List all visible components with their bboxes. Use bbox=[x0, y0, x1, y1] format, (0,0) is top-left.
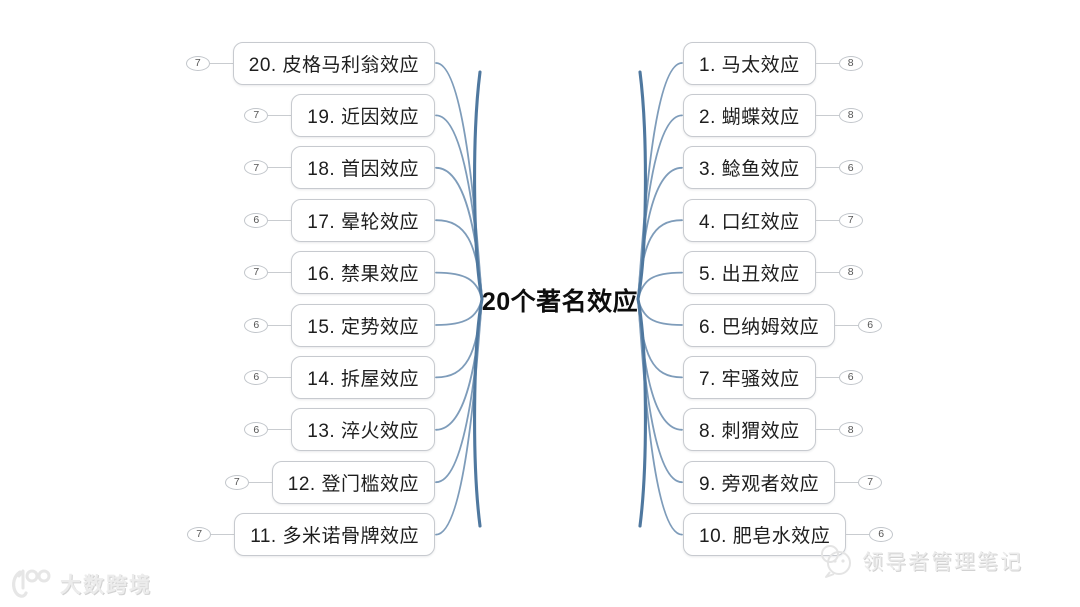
branch-curve bbox=[637, 298, 683, 536]
branch-row: 1. 马太效应 8 bbox=[683, 41, 863, 85]
child-count-badge[interactable]: 7 bbox=[185, 55, 210, 71]
branch-row: 7 19. 近因效应 bbox=[244, 93, 435, 137]
branch-curve bbox=[473, 70, 484, 528]
topic-node[interactable]: 11. 多米诺骨牌效应 bbox=[234, 513, 435, 557]
child-count-badge[interactable]: 7 bbox=[224, 474, 249, 490]
child-count-badge[interactable]: 6 bbox=[869, 527, 894, 543]
watermark-left-label: 大数跨境 bbox=[60, 574, 152, 597]
watermark-bottom-left: 大数跨境 bbox=[10, 566, 152, 602]
central-topic-node[interactable]: 20个著名效应 bbox=[481, 288, 639, 316]
branch-row: 7 12. 登门槛效应 bbox=[224, 460, 435, 504]
branch-curve bbox=[435, 271, 483, 300]
branch-row: 7 20. 皮格马利翁效应 bbox=[185, 41, 435, 85]
child-count-badge[interactable]: 6 bbox=[244, 317, 269, 333]
topic-node[interactable]: 7. 牢骚效应 bbox=[683, 355, 816, 399]
topic-node[interactable]: 17. 晕轮效应 bbox=[291, 198, 435, 242]
watermark-right-label: 领导者管理笔记 bbox=[862, 551, 1023, 574]
chat-bubble-face-icon bbox=[821, 545, 851, 578]
branch-row: 7 18. 首因效应 bbox=[244, 146, 435, 190]
badge-connector-line bbox=[268, 376, 292, 378]
badge-connector-line bbox=[815, 376, 839, 378]
child-count-badge[interactable]: 7 bbox=[187, 527, 212, 543]
branch-curve bbox=[637, 298, 683, 326]
badge-connector-line bbox=[211, 534, 235, 536]
child-count-badge[interactable]: 8 bbox=[838, 422, 863, 438]
badge-connector-line bbox=[268, 429, 292, 431]
topic-node[interactable]: 3. 鲶鱼效应 bbox=[683, 146, 816, 190]
child-count-badge[interactable]: 7 bbox=[244, 160, 269, 176]
child-count-badge[interactable]: 7 bbox=[858, 474, 883, 490]
topic-node[interactable]: 6. 巴纳姆效应 bbox=[683, 303, 836, 347]
topic-node[interactable]: 19. 近因效应 bbox=[291, 93, 435, 137]
child-count-badge[interactable]: 7 bbox=[244, 265, 269, 281]
topic-node[interactable]: 14. 拆屋效应 bbox=[291, 355, 435, 399]
child-count-badge[interactable]: 8 bbox=[838, 107, 863, 123]
badge-connector-line bbox=[209, 62, 233, 64]
branch-row: 7. 牢骚效应 6 bbox=[683, 355, 863, 399]
badge-connector-line bbox=[268, 324, 292, 326]
badge-connector-line bbox=[835, 324, 859, 326]
child-count-badge[interactable]: 7 bbox=[244, 107, 269, 123]
child-count-badge[interactable]: 6 bbox=[838, 160, 863, 176]
topic-node[interactable]: 2. 蝴蝶效应 bbox=[683, 93, 816, 137]
badge-connector-line bbox=[815, 167, 839, 169]
branch-curve bbox=[637, 271, 683, 300]
branch-row: 9. 旁观者效应 7 bbox=[683, 460, 883, 504]
branch-curve bbox=[435, 298, 483, 326]
branch-curve bbox=[435, 298, 483, 536]
dashu-logo-icon bbox=[12, 569, 51, 598]
badge-connector-line bbox=[268, 114, 292, 116]
topic-node[interactable]: 16. 禁果效应 bbox=[291, 251, 435, 295]
branch-row: 6 13. 淬火效应 bbox=[244, 408, 435, 452]
child-count-badge[interactable]: 7 bbox=[838, 212, 863, 228]
badge-connector-line bbox=[815, 219, 839, 221]
topic-node[interactable]: 13. 淬火效应 bbox=[291, 408, 435, 452]
topic-node[interactable]: 10. 肥皂水效应 bbox=[683, 513, 847, 557]
child-count-badge[interactable]: 8 bbox=[838, 55, 863, 71]
topic-node[interactable]: 5. 出丑效应 bbox=[683, 251, 816, 295]
badge-connector-line bbox=[268, 167, 292, 169]
branch-curve bbox=[636, 70, 647, 528]
branch-row: 5. 出丑效应 8 bbox=[683, 251, 863, 295]
child-count-badge[interactable]: 6 bbox=[244, 369, 269, 385]
badge-connector-line bbox=[248, 481, 272, 483]
badge-connector-line bbox=[835, 481, 859, 483]
badge-connector-line bbox=[815, 272, 839, 274]
branch-row: 7 16. 禁果效应 bbox=[244, 251, 435, 295]
branch-row: 6. 巴纳姆效应 6 bbox=[683, 303, 883, 347]
badge-connector-line bbox=[268, 272, 292, 274]
badge-connector-line bbox=[815, 62, 839, 64]
badge-connector-line bbox=[846, 534, 870, 536]
topic-node[interactable]: 18. 首因效应 bbox=[291, 146, 435, 190]
branch-row: 3. 鲶鱼效应 6 bbox=[683, 146, 863, 190]
topic-node[interactable]: 9. 旁观者效应 bbox=[683, 460, 836, 504]
branch-row: 8. 刺猬效应 8 bbox=[683, 408, 863, 452]
branch-row: 4. 口红效应 7 bbox=[683, 198, 863, 242]
branch-row: 2. 蝴蝶效应 8 bbox=[683, 93, 863, 137]
topic-node[interactable]: 4. 口红效应 bbox=[683, 198, 816, 242]
branch-row: 6 15. 定势效应 bbox=[244, 303, 435, 347]
badge-connector-line bbox=[268, 219, 292, 221]
badge-connector-line bbox=[815, 114, 839, 116]
child-count-badge[interactable]: 6 bbox=[838, 369, 863, 385]
topic-node[interactable]: 15. 定势效应 bbox=[291, 303, 435, 347]
child-count-badge[interactable]: 6 bbox=[244, 422, 269, 438]
child-count-badge[interactable]: 6 bbox=[858, 317, 883, 333]
topic-node[interactable]: 8. 刺猬效应 bbox=[683, 408, 816, 452]
child-count-badge[interactable]: 8 bbox=[838, 265, 863, 281]
branch-row: 6 14. 拆屋效应 bbox=[244, 355, 435, 399]
watermark-bottom-right: 领导者管理笔记 bbox=[818, 543, 1023, 579]
branch-row: 10. 肥皂水效应 6 bbox=[683, 513, 894, 557]
topic-node[interactable]: 12. 登门槛效应 bbox=[271, 460, 435, 504]
topic-node[interactable]: 1. 马太效应 bbox=[683, 41, 816, 85]
branch-row: 6 17. 晕轮效应 bbox=[244, 198, 435, 242]
badge-connector-line bbox=[815, 429, 839, 431]
topic-node[interactable]: 20. 皮格马利翁效应 bbox=[232, 41, 435, 85]
child-count-badge[interactable]: 6 bbox=[244, 212, 269, 228]
branch-row: 7 11. 多米诺骨牌效应 bbox=[187, 513, 435, 557]
